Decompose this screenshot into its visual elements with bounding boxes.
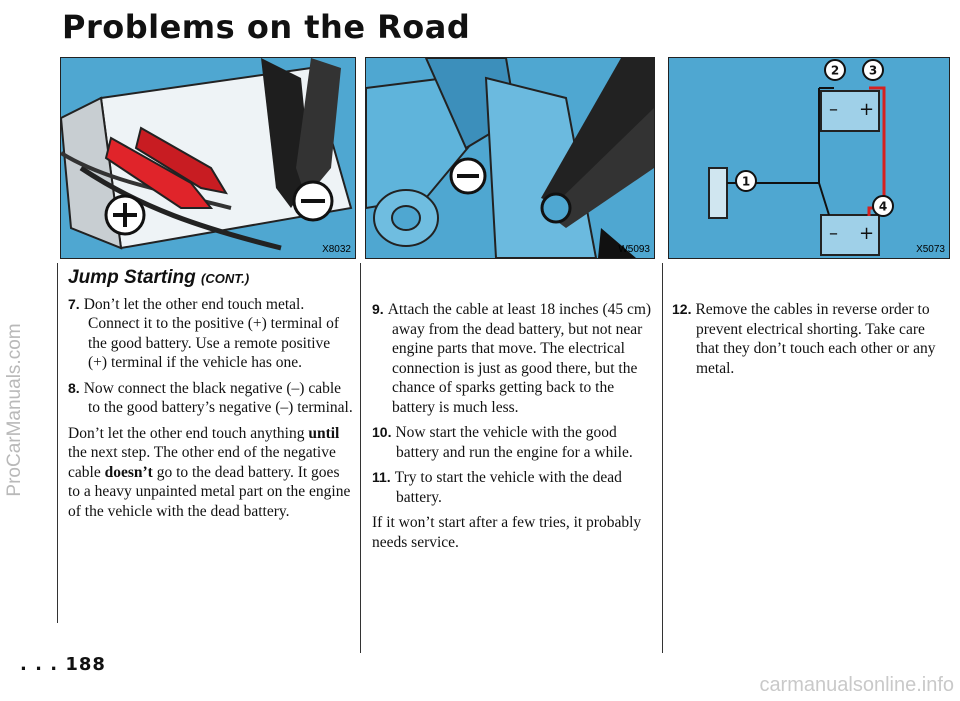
figure-engine-ground: W5093 (365, 57, 655, 259)
side-watermark-text: ProCarManuals.com (4, 323, 25, 497)
positive-terminal-icon (104, 194, 146, 236)
engine-ground-illustration (366, 58, 654, 258)
step-10: 10.Now start the vehicle with the good b… (372, 423, 654, 462)
section-heading: Jump Starting (CONT.) (68, 268, 353, 289)
text-span: Don’t let the other end touch anything (68, 424, 305, 442)
figure-code: X5073 (916, 244, 945, 255)
step-text: Now connect the black negative (–) cable… (83, 379, 353, 417)
red-clamp (104, 126, 229, 209)
step-text: Don’t let the other end touch metal. Con… (83, 295, 340, 372)
engine-block (708, 167, 728, 219)
emphasis: doesn’t (104, 463, 153, 481)
battery-bottom: – + (820, 214, 880, 256)
text-span: the next step. The other end of the nega… (68, 444, 336, 481)
step-9: 9.Attach the cable at least 18 inches (4… (372, 300, 654, 417)
callout-3-label: 3 (869, 64, 877, 78)
step-number: 9. (372, 301, 384, 317)
emphasis: until (308, 424, 340, 442)
step-7: 7.Don’t let the other end touch metal. C… (68, 295, 353, 373)
step-number: 8. (68, 379, 80, 396)
step-12: 12.Remove the cables in reverse order to… (672, 300, 942, 378)
heading-cont: (CONT.) (201, 271, 250, 286)
step-text: Attach the cable at least 18 inches (45 … (387, 301, 652, 416)
figure-code: W5093 (618, 244, 650, 255)
column-3: 12.Remove the cables in reverse order to… (672, 300, 942, 384)
step-8: 8.Now connect the black negative (–) cab… (68, 379, 353, 418)
paragraph: If it won’t start after a few tries, it … (372, 514, 642, 551)
black-clamp (540, 58, 654, 228)
step-number: 7. (68, 295, 80, 312)
text-span: go to the dead battery. It goes to a hea… (68, 463, 351, 520)
step-text: Try to start the vehicle with the dead b… (394, 469, 622, 506)
step-number: 10. (372, 424, 392, 440)
figure-cable-diagram: – + – + 1 2 3 4 X5073 (668, 57, 950, 259)
page-number: . . . 188 (20, 654, 106, 675)
step-number: 12. (672, 301, 692, 317)
battery-clamps-illustration (61, 58, 355, 258)
column-2: 9.Attach the cable at least 18 inches (4… (372, 300, 654, 556)
page-title: Problems on the Road (62, 8, 471, 46)
callout-3: 3 (862, 59, 884, 81)
callout-1: 1 (735, 170, 757, 192)
column-rule-right (662, 263, 663, 653)
figure-battery-clamps: X8032 (60, 57, 356, 259)
battery-top: – + (820, 90, 880, 132)
svg-text:–: – (829, 223, 838, 244)
figure-code: X8032 (322, 244, 351, 255)
arrow-icon (598, 228, 636, 258)
callout-2: 2 (824, 59, 846, 81)
svg-text:+: + (859, 99, 874, 120)
negative-terminal-icon (449, 157, 487, 195)
column-1: Jump Starting (CONT.) 7.Don’t let the ot… (68, 268, 353, 525)
paragraph: Don’t let the other end touch anything u… (68, 424, 353, 522)
svg-text:+: + (859, 223, 874, 244)
side-watermark: ProCarManuals.com (2, 200, 28, 620)
heading-text: Jump Starting (68, 267, 196, 288)
footer-watermark: carmanualsonline.info (759, 674, 954, 696)
step-number: 11. (372, 469, 391, 485)
step-text: Remove the cables in reverse order to pr… (695, 301, 936, 377)
callout-4-label: 4 (879, 200, 887, 214)
callout-1-label: 1 (742, 175, 750, 189)
callout-2-label: 2 (831, 64, 839, 78)
step-11: 11.Try to start the vehicle with the dea… (372, 468, 654, 507)
callout-4: 4 (872, 195, 894, 217)
negative-terminal-icon (292, 180, 334, 222)
cable-diagram-illustration: – + – + 1 2 3 4 (669, 58, 949, 258)
black-clamp (261, 58, 341, 208)
svg-text:–: – (829, 99, 838, 120)
step-text: Now start the vehicle with the good batt… (395, 424, 633, 461)
column-rule-left (57, 263, 58, 623)
column-rule-middle (360, 263, 361, 653)
